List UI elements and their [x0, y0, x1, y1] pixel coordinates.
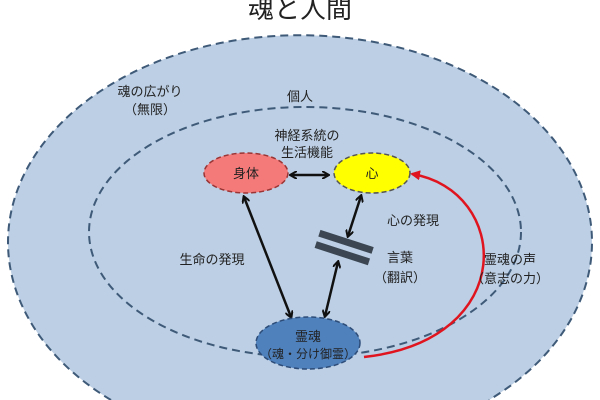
heart-node [333, 152, 411, 194]
individual-ellipse [88, 106, 522, 358]
heart-words-arrow [348, 196, 361, 236]
outer-label-1: 魂の広がり [117, 84, 182, 100]
diagram-title: 魂と人間 [248, 0, 352, 25]
body-node [203, 152, 289, 194]
life-expression-label: 生命の発現 [179, 252, 244, 268]
heart-node-label: 心 [365, 167, 378, 182]
words-label-2: （翻訳） [374, 271, 426, 286]
equals-bars-icon [314, 229, 374, 266]
soul-node-label-1: 霊魂 [295, 329, 321, 345]
nerve-label-2: 生活機能 [281, 146, 333, 161]
words-soul-arrow [325, 262, 338, 316]
body-node-label: 身体 [233, 166, 259, 182]
soul-voice-red-arrow [363, 170, 485, 359]
soul-node-label-2: （魂・分け御霊） [260, 346, 356, 361]
words-label-1: 言葉 [387, 251, 413, 266]
heart-expression-label: 心の発現 [387, 214, 439, 229]
individual-label: 個人 [287, 90, 313, 105]
nerve-label-1: 神経系統の [274, 129, 339, 144]
soul-voice-label-2: （意志の力） [471, 271, 549, 287]
soul-node [255, 316, 361, 370]
outer-label-2: （無限） [124, 103, 176, 118]
outer-soul-ellipse-border [7, 34, 593, 400]
body-soul-arrow [244, 197, 291, 317]
soul-voice-label-1: 霊魂の声 [484, 252, 536, 268]
